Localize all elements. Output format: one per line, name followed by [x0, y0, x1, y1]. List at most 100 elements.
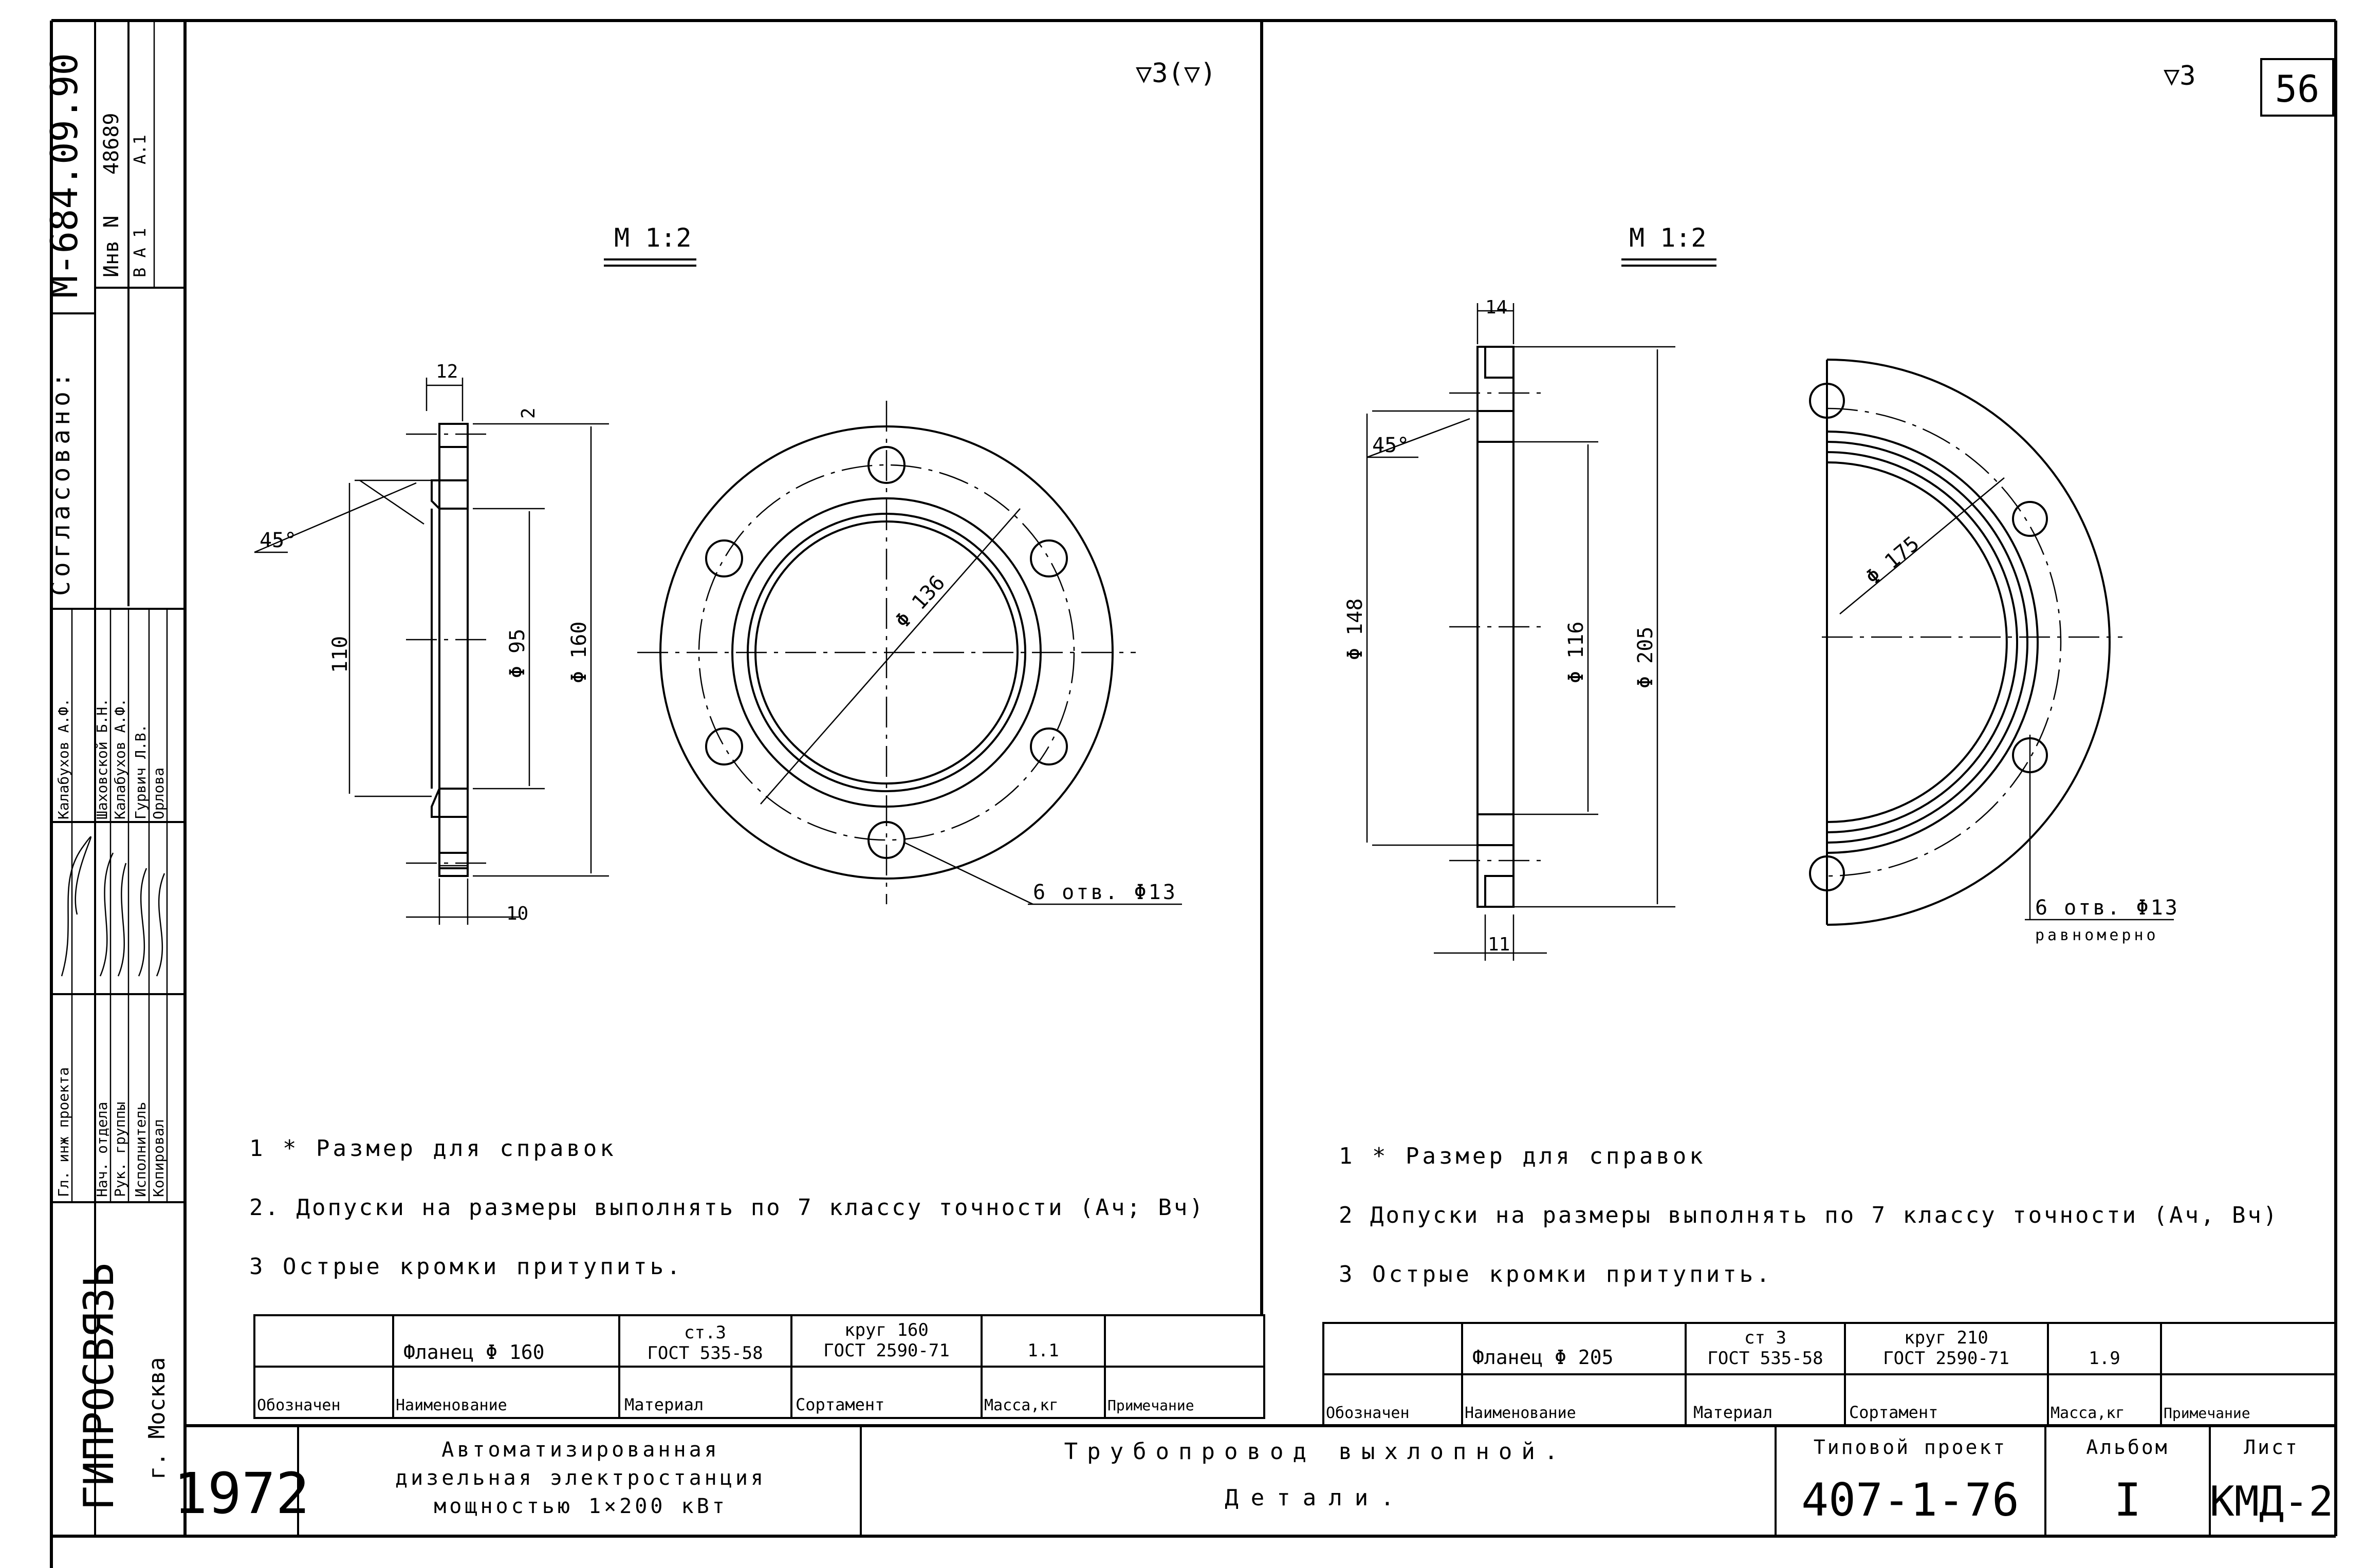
right-spec-table: Фланец Φ 205 ст 3 ГОСТ 535-58 круг 210 Г… [1322, 1322, 2337, 1427]
name-3: Калабухов А.Ф. [112, 698, 128, 819]
right-dim-angle: 45° [1372, 434, 1409, 457]
right-spec-sortament-b: ГОСТ 2590-71 [1883, 1348, 2009, 1369]
right-note-3: 3 Острые кромки притупить. [1339, 1261, 1773, 1287]
left-spec-h-1: Обозначен [257, 1396, 341, 1414]
sheet-number-box: 56 [2260, 58, 2334, 117]
title-block: 1972 Автоматизированная дизельная электр… [174, 1424, 2336, 1536]
sheet-frame [50, 19, 2337, 1568]
left-note-2: 2. Допуски на размеры выполнять по 7 кла… [249, 1194, 1205, 1221]
right-dim-holes: 6 отв. Φ13 [2035, 896, 2180, 920]
left-spec-sortament-a: круг 160 [844, 1320, 929, 1340]
tb-sheet-label: Лист [2244, 1436, 2299, 1459]
org-name: ГИПРОСВЯЗЬ [75, 1263, 123, 1510]
right-scale: М 1:2 [1629, 223, 1707, 253]
left-spec-mass: 1.1 [1027, 1340, 1059, 1361]
sheet-code-b: А.1 [130, 135, 150, 164]
right-spec-h-5: Масса,кг [2051, 1404, 2125, 1422]
right-dim-holes-note: равномерно [2035, 926, 2159, 944]
tb-album-number: I [2114, 1473, 2141, 1526]
left-spec-sortament-b: ГОСТ 2590-71 [823, 1340, 950, 1361]
tb-year: 1972 [174, 1461, 310, 1526]
right-spec-h-2: Наименование [1465, 1404, 1576, 1422]
right-dim-205: Φ 205 [1634, 627, 1657, 688]
left-scale: М 1:2 [614, 223, 692, 253]
agreed-label: Согласовано: [47, 368, 76, 596]
left-dim-chamfer: 2 [518, 407, 539, 419]
doc-code: М-684.09.90 [43, 53, 86, 298]
tb-object-3: мощностью 1×200 кВт [434, 1495, 728, 1518]
right-roughness: ▽3 [2164, 61, 2196, 91]
role-5: Копировал [150, 1119, 167, 1197]
right-dim-thickness: 11 [1488, 934, 1510, 955]
left-dim-110: 110 [328, 636, 352, 673]
right-spec-name: Фланец Φ 205 [1472, 1346, 1614, 1369]
left-spec-material-b: ГОСТ 535-58 [647, 1343, 763, 1364]
role-3: Рук. группы [112, 1102, 128, 1197]
right-plan: Φ 175 6 отв. Φ13 равномерно [1809, 359, 2180, 944]
right-spec-h-4: Сортамент [1849, 1403, 1938, 1422]
right-spec-sortament-a: круг 210 [1904, 1328, 1988, 1348]
tb-sheet-number: КМД-2 [2210, 1478, 2334, 1525]
sheet-number: 56 [2275, 67, 2320, 110]
name-4: Гурвич Л.В. [132, 724, 149, 819]
right-dim-148: Φ 148 [1343, 599, 1367, 660]
inv-label: Инв N [100, 216, 123, 277]
right-notes: 1 * Размер для справок 2 Допуски на разм… [1339, 1143, 2279, 1287]
tb-drawing-1: Трубопровод выхлопной. [1064, 1439, 1567, 1465]
left-note-1: 1 * Размер для справок [249, 1135, 617, 1162]
inv-number: 48689 [100, 113, 123, 175]
right-note-2: 2 Допуски на размеры выполнять по 7 клас… [1339, 1202, 2279, 1228]
right-dim-width: 14 [1485, 297, 1507, 318]
left-drawing: ▽3(▽) М 1:2 [254, 58, 1216, 925]
left-spec-h-3: Материал [624, 1395, 704, 1414]
sheet-code-a: В А 1 [130, 228, 150, 277]
right-note-1: 1 * Размер для справок [1339, 1143, 1706, 1169]
left-notes: 1 * Размер для справок 2. Допуски на раз… [249, 1135, 1205, 1280]
right-dim-175: Φ 175 [1861, 532, 1924, 590]
left-dim-160: Φ 160 [567, 622, 591, 683]
name-1: Калабухов А.Ф. [55, 698, 72, 819]
name-2: Шаховской Б.Н. [94, 698, 110, 819]
right-section: 14 45° Φ 148 Φ 116 Φ 205 11 [1343, 297, 1675, 961]
left-spec-table: Фланец Φ 160 ст.3 ГОСТ 535-58 круг 160 Г… [253, 1314, 1265, 1419]
right-spec-h-3: Материал [1693, 1403, 1772, 1422]
left-section: 12 2 45° 110 Φ 95 Φ 160 10 [254, 361, 609, 925]
tb-project-label: Типовой проект [1814, 1436, 2007, 1459]
right-spec-mass: 1.9 [2089, 1348, 2120, 1369]
left-note-3: 3 Острые кромки притупить. [249, 1254, 684, 1280]
left-spec-name: Фланец Φ 160 [403, 1341, 545, 1364]
left-spec-material-a: ст.3 [684, 1322, 726, 1343]
left-roughness: ▽3(▽) [1136, 58, 1216, 89]
left-dim-holes: 6 отв. Φ13 [1033, 881, 1177, 904]
role-4: Исполнитель [132, 1102, 149, 1197]
tb-object-1: Автоматизированная [441, 1438, 719, 1462]
tb-album-label: Альбом [2086, 1436, 2169, 1459]
right-spec-material-a: ст 3 [1744, 1328, 1786, 1348]
side-stamp: М-684.09.90 Инв N 48689 В А 1 А.1 Соглас… [43, 21, 185, 1536]
left-dim-95: Φ 95 [506, 629, 529, 678]
role-1: Гл. инж проекта [55, 1067, 72, 1197]
left-spec-h-4: Сортамент [796, 1395, 884, 1414]
roles-list: Гл. инж проекта Нач. отдела Рук. группы … [55, 698, 167, 1197]
signatures [61, 836, 165, 977]
left-dim-width: 12 [436, 361, 458, 382]
right-spec-h-6: Примечание [2164, 1405, 2250, 1422]
left-plan: Φ 136 6 отв. Φ13 [637, 401, 1182, 905]
right-dim-116: Φ 116 [1564, 622, 1588, 683]
tb-project-number: 407-1-76 [1801, 1473, 2019, 1526]
right-spec-material-b: ГОСТ 535-58 [1707, 1348, 1823, 1369]
left-dim-136: Φ 136 [891, 571, 950, 632]
role-2: Нач. отдела [94, 1102, 110, 1197]
left-spec-h-6: Примечание [1107, 1397, 1194, 1414]
left-dim-thickness: 10 [506, 903, 528, 924]
left-spec-h-5: Масса,кг [984, 1396, 1059, 1414]
name-5: Орлова [150, 768, 167, 819]
right-spec-h-1: Обозначен [1326, 1404, 1410, 1422]
left-dim-angle: 45° [260, 529, 297, 552]
tb-drawing-2: Детали. [1225, 1485, 1406, 1511]
org-city: г. Москва [144, 1357, 170, 1480]
tb-object-2: дизельная электростанция [395, 1466, 766, 1490]
left-spec-h-2: Наименование [396, 1396, 507, 1414]
right-drawing: ▽3 М 1:2 [1343, 61, 2196, 961]
